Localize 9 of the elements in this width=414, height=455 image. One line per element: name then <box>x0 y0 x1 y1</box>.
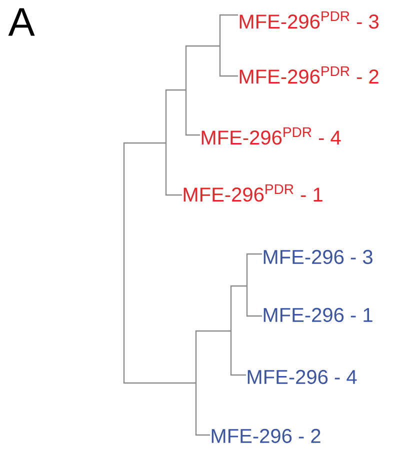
panel-letter: A <box>8 8 35 36</box>
leaf-label: MFE-296$^{PDR}$ - 3 <box>240 11 378 29</box>
leaf-label: MFE-296$^{PDR}$ - 2 <box>240 66 378 84</box>
leaf-label: MFE-296$^{PDR}$ - 1 <box>184 184 322 202</box>
leaf-label: MFE-296 - 4 <box>248 370 357 384</box>
leaf-label: MFE-296 - 1 <box>264 308 372 322</box>
leaf-label: MFE-296 - 2 <box>212 428 320 444</box>
leaf-label: MFE-296$^{PDR}$ - 4 <box>202 127 341 145</box>
leaf-label: MFE-296 - 3 <box>264 250 372 264</box>
